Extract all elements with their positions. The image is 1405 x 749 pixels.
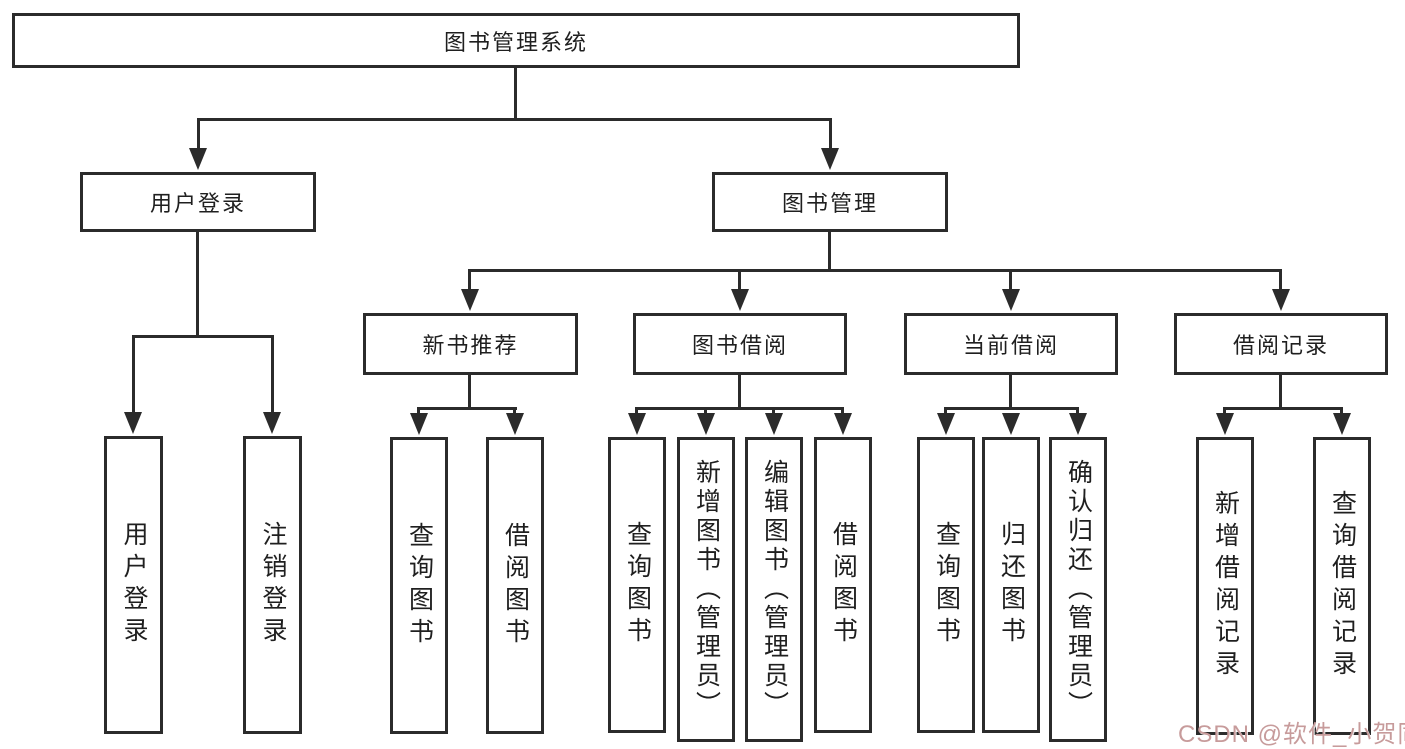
arrowhead-down-icon (821, 148, 839, 170)
node-book-borrow: 图书借阅 (633, 313, 847, 375)
leaf-query-books: 查询图书 (608, 437, 666, 733)
connector-line (1223, 407, 1226, 416)
arrowhead-down-icon (263, 412, 281, 434)
connector-line (514, 68, 517, 120)
arrowhead-down-icon (1216, 413, 1234, 435)
leaf-label: 注销登录 (259, 521, 287, 649)
connector-line (468, 269, 1282, 272)
arrowhead-down-icon (1002, 413, 1020, 435)
arrowhead-down-icon (1333, 413, 1351, 435)
leaf-label: 新增图书（管理员） (692, 459, 721, 720)
node-new-book-recommend: 新书推荐 (363, 313, 578, 375)
connector-line (513, 407, 516, 416)
arrowhead-down-icon (731, 289, 749, 311)
connector-line (132, 335, 274, 338)
node-label: 新书推荐 (422, 333, 519, 358)
leaf-query-books: 查询图书 (917, 437, 975, 733)
connector-line (944, 407, 947, 416)
leaf-confirm-return-admin: 确认归还（管理员） (1049, 437, 1107, 742)
connector-line (635, 407, 638, 416)
connector-line (1340, 407, 1343, 416)
node-label: 图书管理系统 (443, 29, 588, 55)
leaf-add-borrow-record: 新增借阅记录 (1196, 437, 1254, 735)
arrowhead-down-icon (1272, 289, 1290, 311)
node-current-borrow: 当前借阅 (904, 313, 1118, 375)
connector-line (841, 407, 844, 416)
arrowhead-down-icon (765, 413, 783, 435)
connector-line (635, 407, 844, 410)
leaf-query-borrow-record: 查询借阅记录 (1313, 437, 1371, 735)
leaf-logout: 注销登录 (243, 436, 302, 734)
leaf-add-book-admin: 新增图书（管理员） (677, 437, 735, 742)
leaf-user-login: 用户登录 (104, 436, 163, 734)
arrowhead-down-icon (410, 413, 428, 435)
connector-line (417, 407, 420, 416)
leaf-label: 编辑图书（管理员） (760, 459, 789, 720)
connector-line (468, 375, 471, 410)
node-borrow-records: 借阅记录 (1174, 313, 1388, 375)
connector-line (1076, 407, 1079, 416)
leaf-label: 查询图书 (405, 521, 434, 650)
connector-line (704, 407, 707, 416)
node-label: 借阅记录 (1232, 333, 1329, 358)
arrowhead-down-icon (834, 413, 852, 435)
connector-line (738, 375, 741, 410)
arrowhead-down-icon (124, 412, 142, 434)
arrowhead-down-icon (189, 148, 207, 170)
arrowhead-down-icon (628, 413, 646, 435)
node-library-management-system: 图书管理系统 (12, 13, 1020, 68)
node-book-management: 图书管理 (712, 172, 948, 232)
node-label: 图书借阅 (691, 333, 788, 358)
connector-line (1223, 407, 1343, 410)
connector-line (1009, 269, 1012, 291)
leaf-label: 用户登录 (120, 521, 148, 649)
connector-line (1279, 375, 1282, 410)
leaf-return-book: 归还图书 (982, 437, 1040, 733)
arrowhead-down-icon (1069, 413, 1087, 435)
connector-line (772, 407, 775, 416)
connector-line (1009, 375, 1012, 410)
node-label: 当前借阅 (962, 333, 1059, 358)
arrowhead-down-icon (937, 413, 955, 435)
node-label: 图书管理 (781, 191, 878, 216)
watermark: CSDN @软件_小贺同学 (1178, 721, 1405, 748)
arrowhead-down-icon (697, 413, 715, 435)
leaf-label: 借阅图书 (829, 521, 858, 649)
leaf-label: 查询图书 (932, 521, 961, 649)
leaf-label: 确认归还（管理员） (1064, 459, 1093, 720)
connector-line (271, 335, 274, 414)
arrowhead-down-icon (506, 413, 524, 435)
node-user-login: 用户登录 (80, 172, 316, 232)
connector-line (417, 407, 517, 410)
connector-line (196, 232, 199, 338)
connector-line (197, 118, 200, 150)
connector-line (829, 118, 832, 150)
leaf-borrow-books: 借阅图书 (486, 437, 544, 734)
connector-line (197, 118, 831, 121)
connector-line (738, 269, 741, 291)
leaf-edit-book-admin: 编辑图书（管理员） (745, 437, 803, 742)
connector-line (132, 335, 135, 414)
connector-line (828, 232, 831, 272)
leaf-label: 新增借阅记录 (1211, 490, 1240, 682)
connector-line (1279, 269, 1282, 291)
leaf-query-books: 查询图书 (390, 437, 448, 734)
leaf-label: 查询借阅记录 (1328, 490, 1357, 682)
connector-line (944, 407, 1079, 410)
leaf-borrow-books: 借阅图书 (814, 437, 872, 733)
leaf-label: 归还图书 (997, 521, 1026, 649)
leaf-label: 查询图书 (623, 521, 652, 649)
node-label: 用户登录 (149, 191, 246, 216)
connector-line (468, 269, 471, 291)
arrowhead-down-icon (461, 289, 479, 311)
arrowhead-down-icon (1002, 289, 1020, 311)
leaf-label: 借阅图书 (501, 521, 530, 650)
